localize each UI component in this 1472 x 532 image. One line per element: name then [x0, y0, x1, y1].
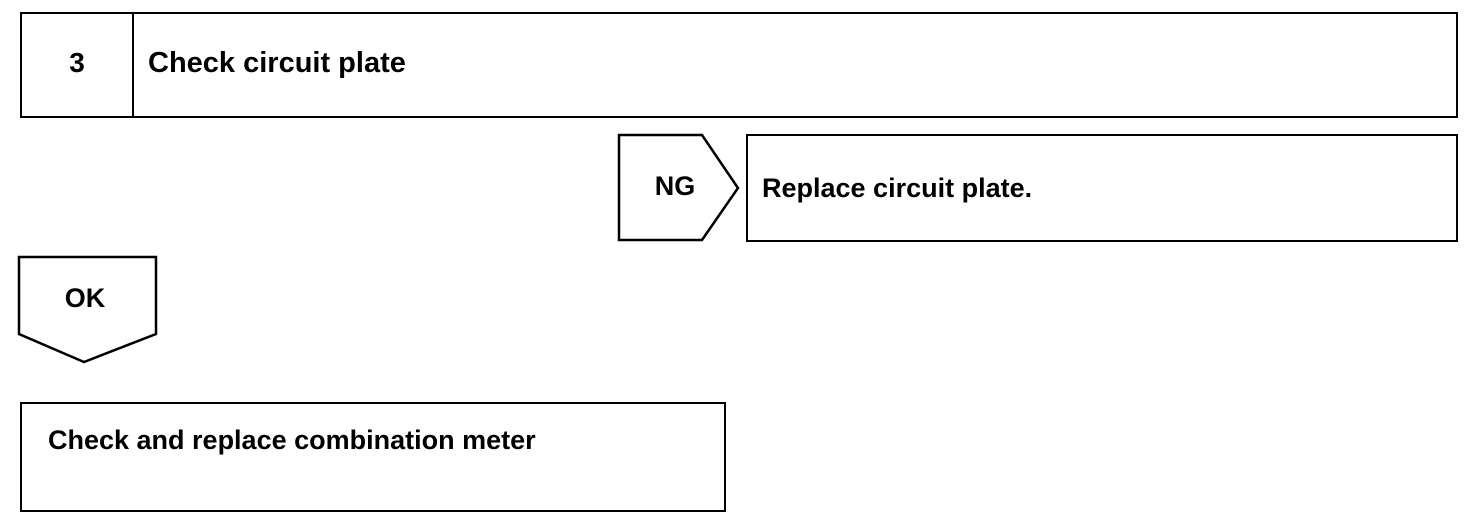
ng-label: NG — [654, 171, 696, 201]
ok-action-text: Check and replace combination meter — [48, 425, 536, 455]
step-number-divider — [132, 12, 134, 118]
ok-label: OK — [64, 283, 106, 313]
ng-arrow-tag — [617, 133, 740, 242]
ok-arrow-tag — [17, 255, 158, 364]
step-number: 3 — [69, 47, 85, 78]
ng-action-box — [746, 134, 1458, 242]
step-header-box — [20, 12, 1458, 118]
ok-action-box — [20, 402, 726, 512]
ng-action-text: Replace circuit plate. — [762, 173, 1033, 203]
step-title: Check circuit plate — [148, 47, 406, 79]
